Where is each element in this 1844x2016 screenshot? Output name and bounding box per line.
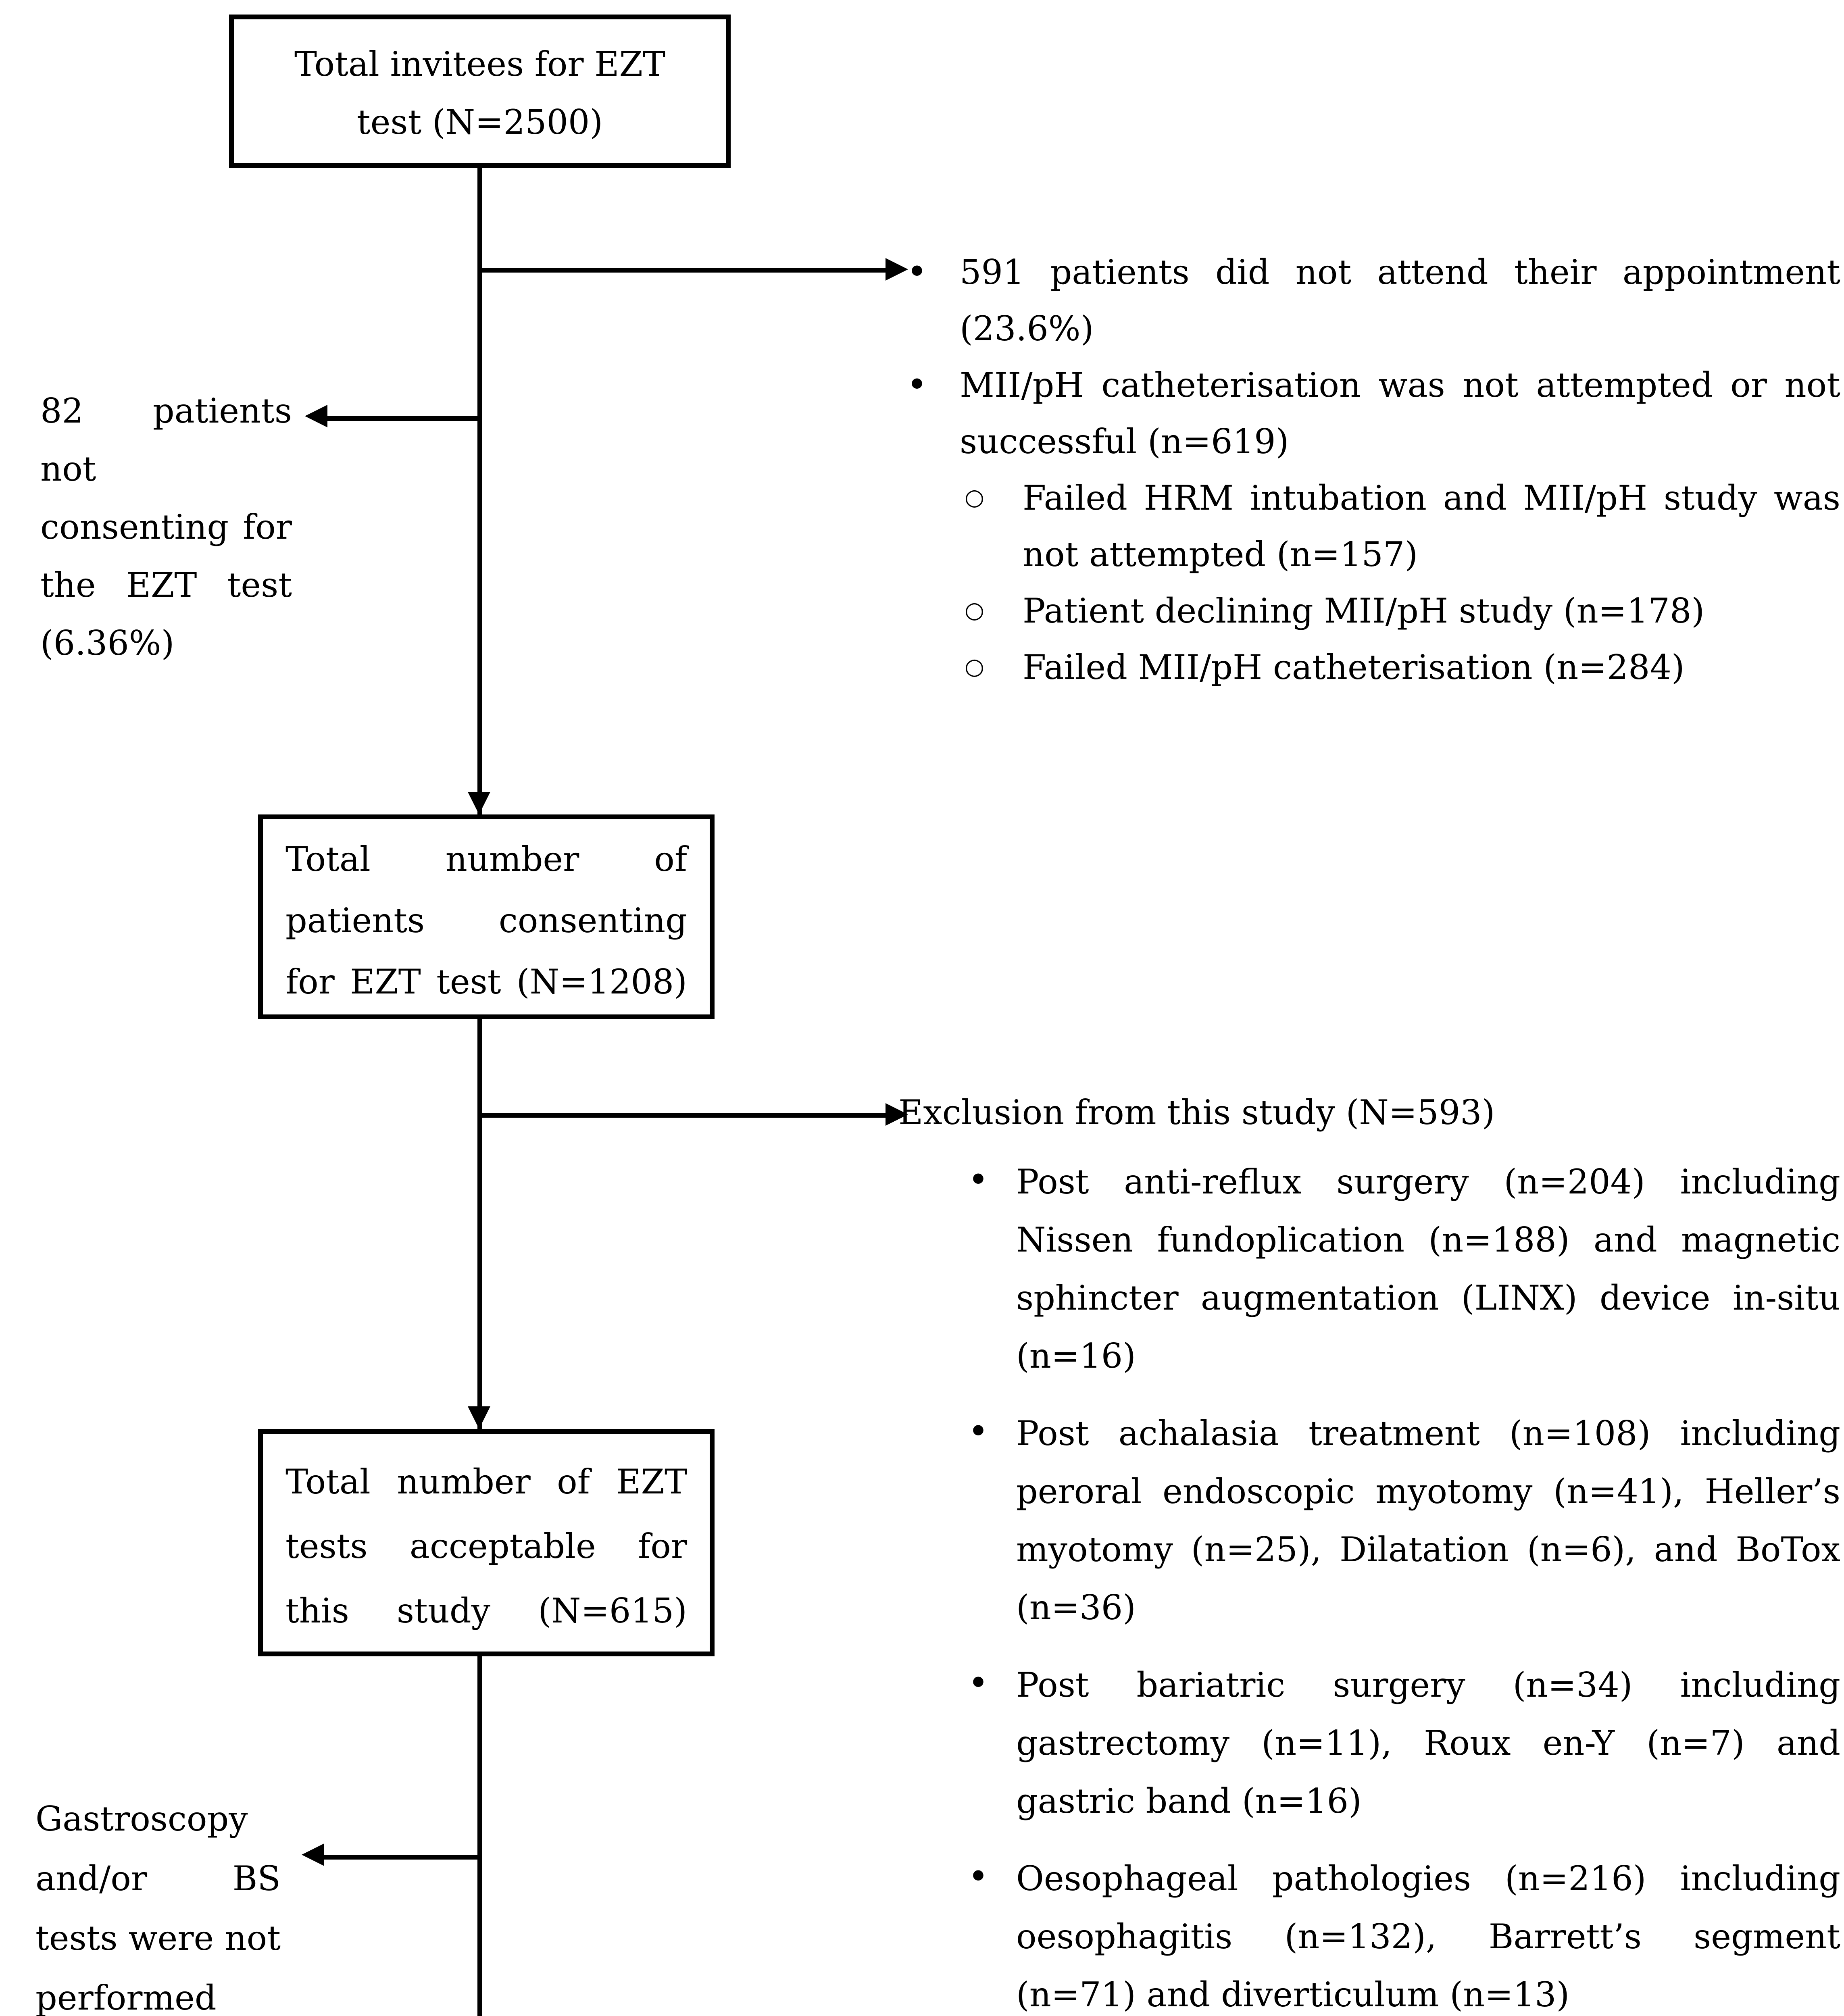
bullet-icon: •: [968, 1858, 989, 1898]
list-item-text: Post anti-reflux surgery (n=204) includi…: [1016, 1163, 1840, 1376]
flow-node-text: this study (N=615): [285, 1592, 687, 1631]
arrow-right-icon: [886, 258, 908, 281]
flow-node-text: Total number of: [285, 840, 687, 879]
list-item: • Post anti-reflux surgery (n=204) inclu…: [898, 1153, 1840, 1385]
arrow-down-icon: [468, 1406, 490, 1429]
note-line: Gastroscopy: [35, 1800, 248, 1839]
note-gastroscopy: Gastroscopy and/or BS tests were not per…: [35, 1790, 281, 2016]
flow-node-consenting: Total number of patients consenting for …: [258, 814, 715, 1019]
list-item: ○ Failed HRM intubation and MII/pH study…: [898, 471, 1840, 584]
connector-branch-not-consenting: [327, 416, 482, 421]
list-item: • Oesophageal pathologies (n=216) includ…: [898, 1850, 1840, 2016]
flow-node-acceptable: Total number of EZT tests acceptable for…: [258, 1429, 715, 1656]
bullet-icon: •: [906, 253, 927, 294]
list-item: • Post achalasia treatment (n=108) inclu…: [898, 1405, 1840, 1637]
connector-spine-1: [477, 168, 482, 814]
list-item-text: 591 patients did not attend their appoin…: [960, 253, 1840, 348]
flow-node-total-invitees: Total invitees for EZT test (N=2500): [229, 15, 731, 168]
list-item-text: Failed HRM intubation and MII/pH study w…: [1023, 479, 1840, 574]
arrow-right-icon: [886, 1103, 908, 1126]
connector-branch-exclusion: [482, 1113, 886, 1118]
note-line: performed: [35, 1979, 217, 2016]
bullet-icon: •: [968, 1413, 989, 1453]
exclusion-heading: Exclusion from this study (N=593): [898, 1093, 1495, 1132]
flow-node-text: patients consenting: [285, 902, 687, 940]
note-line: consenting for: [40, 508, 292, 547]
list-item: ○ Failed MII/pH catheterisation (n=284): [898, 640, 1840, 697]
connector-branch-gastroscopy: [324, 1855, 482, 1860]
arrow-down-icon: [468, 792, 490, 814]
note-line: tests were not: [35, 1919, 281, 1958]
circle-bullet-icon: ○: [965, 485, 984, 511]
circle-bullet-icon: ○: [965, 655, 984, 681]
flow-node-text: tests acceptable for: [285, 1527, 687, 1566]
flow-node-text: Total invitees for EZT: [294, 45, 665, 84]
flow-node-text: for EZT test (N=1208): [285, 963, 687, 1002]
list-item-text: Post bariatric surgery (n=34) including …: [1016, 1666, 1840, 1821]
attendance-exclusion-list: • 591 patients did not attend their appo…: [898, 245, 1840, 697]
circle-bullet-icon: ○: [965, 598, 984, 624]
note-line: and/or BS: [35, 1860, 281, 1898]
list-item-text: Failed MII/pH catheterisation (n=284): [1023, 648, 1685, 687]
note-not-consenting: 82 patients not consenting for the EZT t…: [40, 382, 292, 673]
list-item: • 591 patients did not attend their appo…: [898, 245, 1840, 358]
bullet-icon: •: [906, 366, 927, 406]
arrow-left-icon: [305, 405, 327, 427]
flow-node-text: test (N=2500): [356, 103, 603, 142]
connector-spine-3: [477, 1655, 482, 2016]
arrow-left-icon: [302, 1843, 324, 1866]
connector-branch-attendance: [482, 268, 886, 273]
list-item: • MII/pH catheterisation was not attempt…: [898, 358, 1840, 471]
flow-node-text: Total number of EZT: [285, 1463, 687, 1502]
list-item-text: Patient declining MII/pH study (n=178): [1023, 592, 1705, 631]
list-item: • Post bariatric surgery (n=34) includin…: [898, 1656, 1840, 1831]
bullet-icon: •: [968, 1664, 989, 1705]
list-item-text: Post achalasia treatment (n=108) includi…: [1016, 1414, 1840, 1627]
list-item-text: Oesophageal pathologies (n=216) includin…: [1016, 1860, 1840, 2014]
study-exclusion-list: Exclusion from this study (N=593) • Post…: [898, 1084, 1840, 2016]
note-line: the EZT test: [40, 566, 292, 605]
note-line: 82 patients not: [40, 392, 292, 489]
bullet-icon: •: [968, 1161, 989, 1202]
note-line: (6.36%): [40, 624, 175, 663]
list-item-text: MII/pH catheterisation was not attempted…: [960, 366, 1840, 461]
connector-spine-2: [477, 1018, 482, 1429]
list-item: ○ Patient declining MII/pH study (n=178): [898, 584, 1840, 640]
